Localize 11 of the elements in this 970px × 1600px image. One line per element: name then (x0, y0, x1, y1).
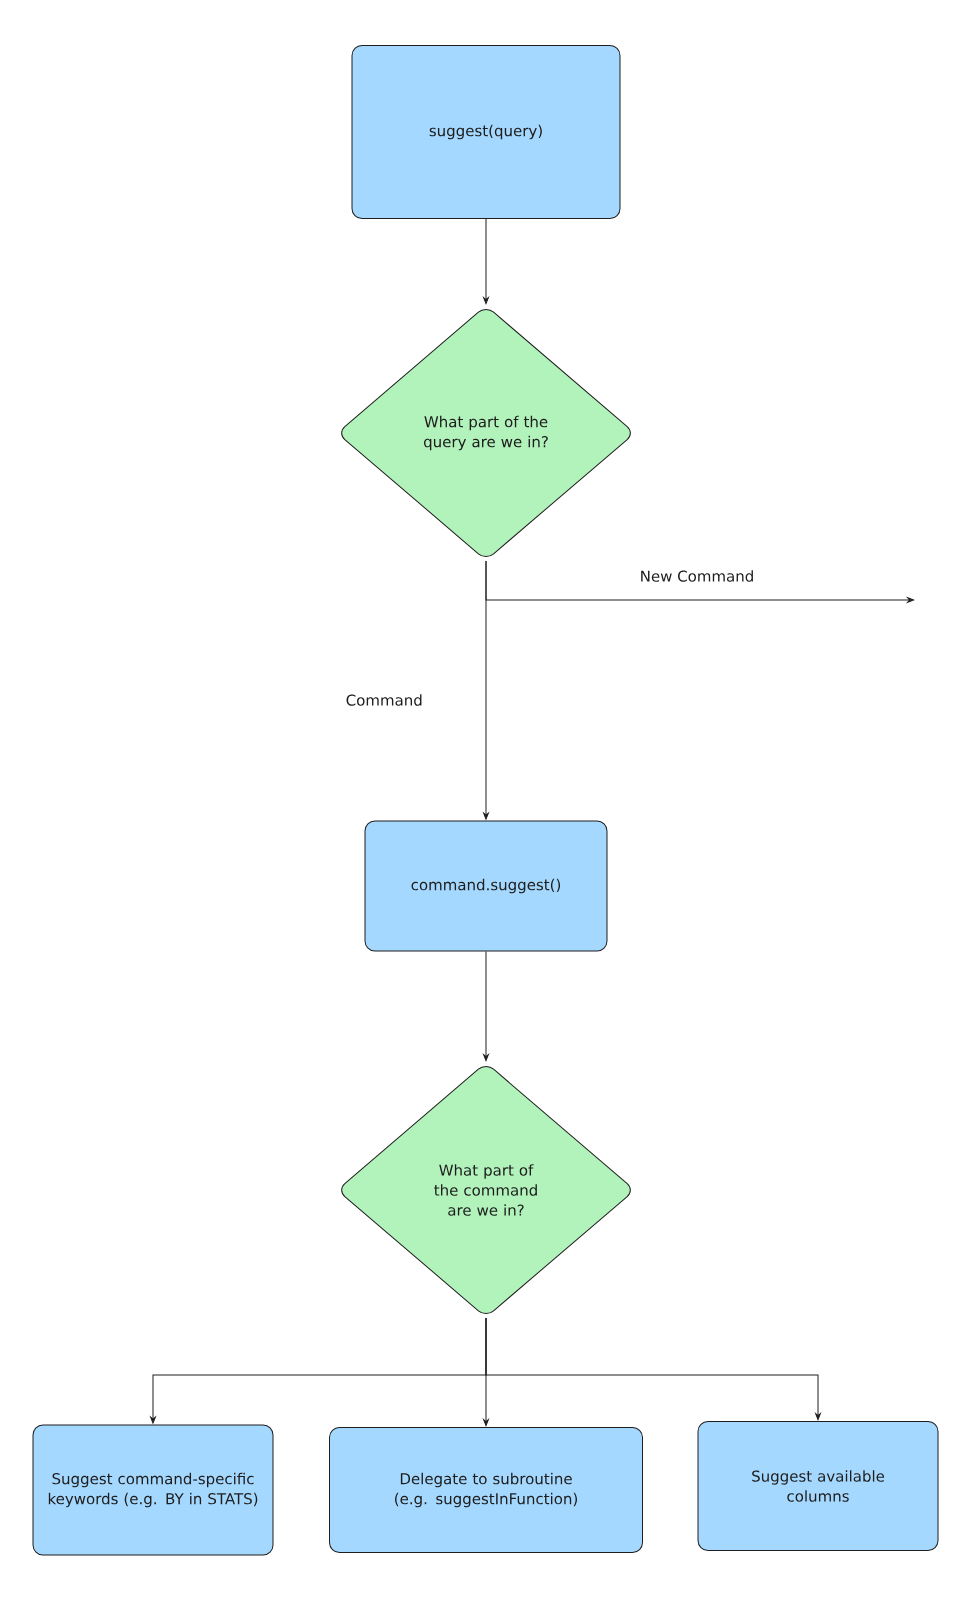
process-box: command.suggest() (364, 820, 608, 952)
process-box: Suggest command-specific keywords (e.g. BY in STATS) (32, 1424, 274, 1556)
edge-label: Command (343, 692, 425, 708)
arrow (483, 218, 489, 305)
process-box: Delegate to subroutine (e.g. suggestInFunction) (329, 1427, 643, 1553)
process-box: suggest(query) (351, 45, 621, 219)
edge-label: New Command (637, 568, 757, 584)
arrow (483, 951, 489, 1062)
arrow (483, 560, 489, 820)
arrow (485, 1317, 821, 1421)
process-box: Suggest available columns (697, 1421, 939, 1551)
